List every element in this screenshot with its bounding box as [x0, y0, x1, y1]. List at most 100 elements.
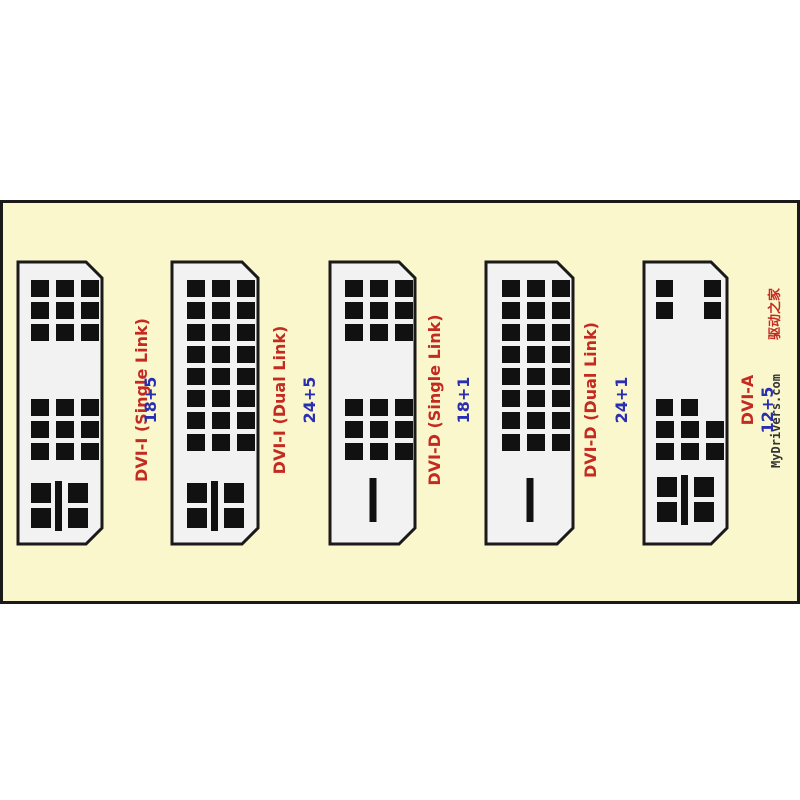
watermark-site: MyDrivers.com: [769, 374, 783, 468]
pin-digital: [212, 280, 230, 297]
pin-digital: [527, 368, 545, 385]
pin-digital: [56, 302, 74, 319]
pin-digital: [704, 302, 721, 319]
pin-digital: [187, 324, 205, 341]
pin-digital: [552, 390, 570, 407]
label-dvi-i-dual-link: DVI-I (Dual Link): [270, 325, 289, 475]
watermark-chinese: 驱动之家: [768, 288, 783, 341]
pin-digital: [527, 324, 545, 341]
pin-digital: [212, 412, 230, 429]
pin-digital: [345, 421, 363, 438]
pin-digital: [502, 324, 520, 341]
pin-digital: [81, 443, 99, 460]
ground-blade: [369, 478, 377, 522]
pin-digital: [187, 390, 205, 407]
ground-blade: [526, 478, 534, 522]
pin-digital: [31, 324, 49, 341]
pin-digital: [370, 280, 388, 297]
pin-digital: [502, 390, 520, 407]
analog-pin: [694, 477, 714, 497]
pin-digital: [345, 302, 363, 319]
pin-digital: [681, 443, 699, 460]
pin-digital: [237, 368, 255, 385]
pin-digital: [187, 280, 205, 297]
pin-digital: [681, 399, 698, 416]
pin-digital: [502, 346, 520, 363]
analog-pin: [657, 502, 677, 522]
pin-digital: [395, 324, 413, 341]
analog-pin: [187, 508, 207, 528]
pin-digital: [370, 443, 388, 460]
connector-dvi-d-dual-link: [484, 260, 575, 546]
label-dvi-d-dual-link: DVI-D (Dual Link): [581, 322, 600, 478]
dvi-connector-diagram: DVI-I (Single Link) 18+5 DVI-I (Dual Lin…: [0, 200, 800, 604]
pin-digital: [502, 434, 520, 451]
pins-dvi-i-single-link: 18+5: [141, 376, 160, 424]
pin-digital: [345, 280, 363, 297]
pin-digital: [706, 421, 724, 438]
pin-digital: [31, 421, 49, 438]
pin-digital: [395, 399, 413, 416]
ground-blade: [681, 475, 688, 525]
pin-digital: [527, 434, 545, 451]
pin-digital: [81, 399, 99, 416]
pin-digital: [681, 421, 699, 438]
pin-digital: [81, 324, 99, 341]
analog-pin: [224, 508, 244, 528]
pin-digital: [370, 324, 388, 341]
pin-digital: [237, 280, 255, 297]
pins-dvi-i-dual-link: 24+5: [300, 376, 319, 424]
pin-digital: [502, 302, 520, 319]
pin-digital: [552, 346, 570, 363]
pin-digital: [345, 399, 363, 416]
pin-digital: [237, 390, 255, 407]
pin-digital: [552, 412, 570, 429]
pin-digital: [212, 390, 230, 407]
pin-digital: [656, 302, 673, 319]
pins-dvi-d-dual-link: 24+1: [612, 376, 631, 424]
pin-digital: [656, 280, 673, 297]
pin-digital: [212, 302, 230, 319]
analog-pin: [694, 502, 714, 522]
pin-digital: [395, 302, 413, 319]
connector-dvi-i-dual-link: [170, 260, 260, 546]
pins-dvi-d-single-link: 18+1: [454, 376, 473, 424]
pin-digital: [212, 368, 230, 385]
pin-digital: [31, 443, 49, 460]
analog-pin: [31, 508, 51, 528]
ground-blade: [211, 481, 218, 531]
pin-digital: [187, 302, 205, 319]
pin-digital: [56, 399, 74, 416]
analog-pin: [224, 483, 244, 503]
pin-digital: [81, 421, 99, 438]
pin-digital: [31, 302, 49, 319]
pin-digital: [527, 302, 545, 319]
pin-digital: [395, 421, 413, 438]
pin-digital: [502, 412, 520, 429]
pin-digital: [370, 302, 388, 319]
pin-digital: [656, 399, 673, 416]
pin-digital: [704, 280, 721, 297]
connector-dvi-i-single-link: [16, 260, 104, 546]
pin-digital: [527, 390, 545, 407]
pin-digital: [370, 399, 388, 416]
pin-digital: [237, 346, 255, 363]
pin-digital: [502, 368, 520, 385]
pin-digital: [706, 443, 724, 460]
pin-digital: [552, 302, 570, 319]
pin-digital: [552, 434, 570, 451]
pin-digital: [187, 412, 205, 429]
pin-digital: [56, 324, 74, 341]
pin-digital: [502, 280, 520, 297]
pin-digital: [237, 324, 255, 341]
pin-digital: [395, 443, 413, 460]
pin-digital: [237, 434, 255, 451]
analog-pin: [68, 508, 88, 528]
pin-digital: [656, 421, 674, 438]
pin-digital: [212, 346, 230, 363]
pin-digital: [187, 346, 205, 363]
pin-digital: [552, 324, 570, 341]
analog-pin: [187, 483, 207, 503]
pin-digital: [345, 324, 363, 341]
pin-digital: [237, 302, 255, 319]
